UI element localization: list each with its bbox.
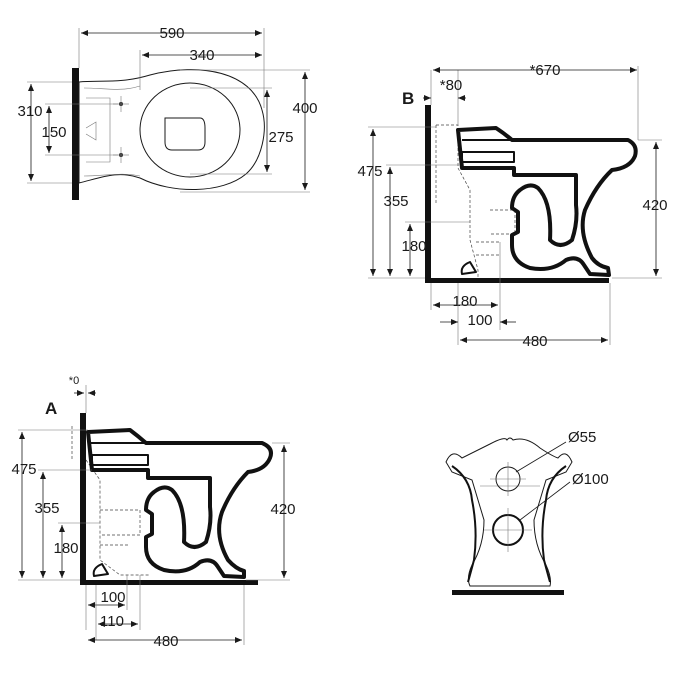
dim-100-b: 100: [467, 312, 492, 329]
dim-180-vertical-a: 180: [53, 540, 78, 557]
dim-80: *80: [440, 77, 463, 94]
dim-670: *670: [530, 62, 561, 79]
dim-340: 340: [189, 47, 214, 64]
view-b-toilet-body: [456, 126, 638, 277]
view-a-label: A: [45, 399, 57, 418]
dim-475-a: 475: [11, 461, 36, 478]
top-view-inner-bowl: [139, 82, 241, 178]
dim-180-vertical-b: 180: [401, 238, 426, 255]
top-view-wall: [72, 68, 79, 200]
front-view-body: [445, 437, 573, 587]
dim-420-a: 420: [270, 501, 295, 518]
dim-180-horizontal-b: 180: [452, 293, 477, 310]
view-a-wall: [80, 413, 86, 585]
dim-0: *0: [69, 375, 79, 387]
top-view-drain: [164, 117, 206, 151]
dia-100: Ø100: [572, 471, 609, 488]
view-a-toilet-body: [86, 428, 273, 579]
dim-310: 310: [17, 103, 42, 120]
dim-355-b: 355: [383, 193, 408, 210]
dim-275: 275: [268, 129, 293, 146]
outlet-55-icon: [490, 462, 526, 496]
view-b-wall: [425, 105, 431, 283]
dim-480-b: 480: [522, 333, 547, 350]
dim-110-a: 110: [100, 613, 124, 630]
dim-475-b: 475: [357, 163, 382, 180]
view-b-waste-pipe: [435, 124, 479, 278]
view-b: B *80 *670 475 355 180: [357, 62, 667, 350]
dim-420-b: 420: [642, 197, 667, 214]
view-b-label: B: [402, 89, 414, 108]
dim-590: 590: [159, 25, 184, 42]
dim-100-a: 100: [100, 589, 125, 606]
dim-355-a: 355: [34, 500, 59, 517]
dim-480-a: 480: [153, 633, 178, 650]
view-a: A *0 475 355 180 420: [11, 375, 295, 650]
top-view: 590 340 310 150 400 275: [17, 25, 318, 200]
front-view: Ø55 Ø100: [445, 429, 609, 595]
outlet-100-icon: [484, 508, 532, 552]
top-view-bowl-outline: [78, 69, 265, 191]
front-view-floor: [452, 590, 564, 595]
view-a-floor: [86, 580, 258, 585]
dim-150: 150: [41, 124, 66, 141]
view-a-waste-pipe: [71, 426, 150, 576]
dia-55: Ø55: [568, 429, 596, 446]
view-b-floor: [431, 278, 609, 283]
dim-400: 400: [292, 100, 317, 117]
